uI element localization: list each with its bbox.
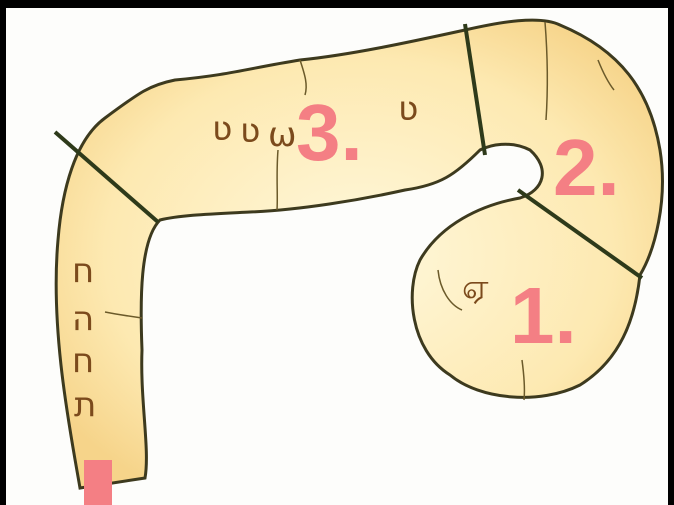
label-three: 3. [296,88,363,177]
glyph-mark: ω [268,115,296,155]
label-two: 2. [553,123,620,212]
glyph-mark: ת [74,385,96,425]
fold-line [277,150,278,210]
glyph-mark: ஏ [462,267,489,307]
glyph-mark: ח [72,341,94,381]
glyph-mark: ʋ [398,89,418,129]
digestive-tube-diagram: ʋ ʋ ω ʋ ח ה ח ת ஏ 3. 2. 1. [6,8,668,505]
tube-end-marker [84,460,112,505]
diagram-canvas: ʋ ʋ ω ʋ ח ה ח ת ஏ 3. 2. 1. [6,8,668,505]
glyph-mark: ה [72,299,94,339]
glyph-mark: ʋ [240,111,260,151]
glyph-mark: ח [72,251,94,291]
label-one: 1. [510,271,577,360]
glyph-mark: ʋ [212,109,232,149]
